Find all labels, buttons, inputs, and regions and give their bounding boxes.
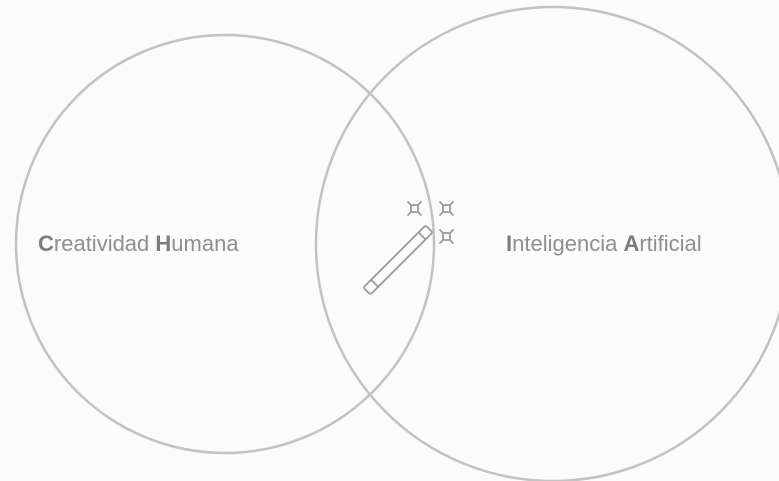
- left-word-1: reatividad: [53, 231, 156, 256]
- right-circle: [314, 5, 779, 481]
- sparkle-icon: [407, 201, 422, 216]
- right-initial-i: I: [506, 231, 513, 256]
- magic-wand-icon: [363, 225, 433, 295]
- right-word-2: rtificial: [639, 231, 702, 256]
- right-set-label: Inteligencia Artificial: [506, 230, 702, 258]
- left-set-label: Creatividad Humana: [38, 230, 239, 258]
- left-initial-h: H: [155, 231, 172, 256]
- right-initial-a: A: [623, 231, 640, 256]
- magic-wand-sparkles-icon: [363, 201, 454, 295]
- right-word-1: nteligencia: [512, 231, 624, 256]
- sparkle-icon: [439, 229, 454, 244]
- sparkle-icon: [439, 201, 454, 216]
- left-initial-c: C: [38, 231, 54, 256]
- left-circle: [14, 33, 436, 455]
- left-word-2: umana: [171, 231, 239, 256]
